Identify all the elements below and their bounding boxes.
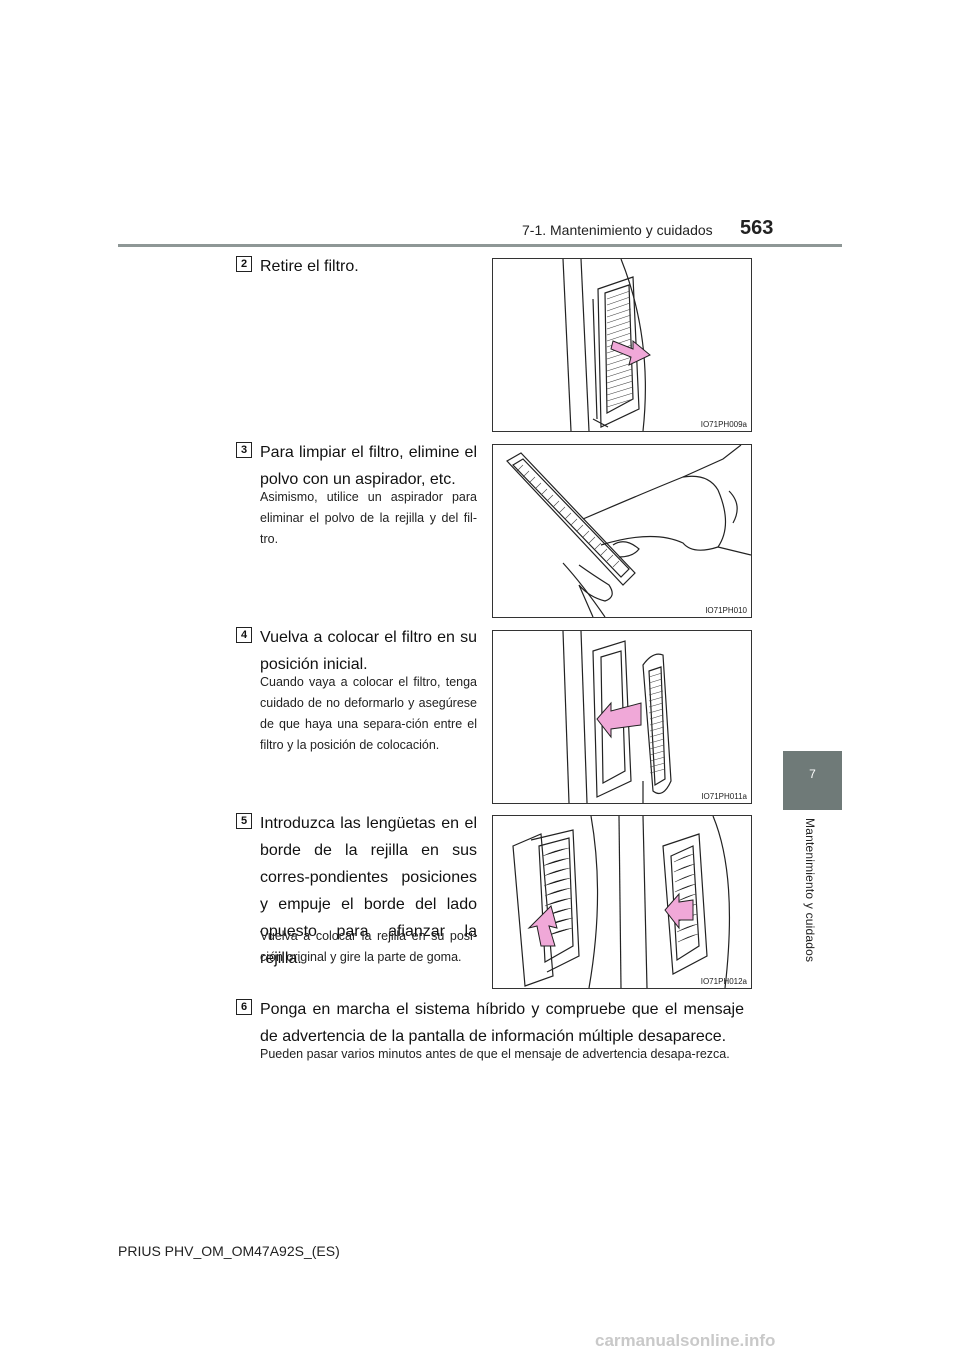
arrow-icon: [664, 892, 694, 930]
step-5-text: Introduzca las lengüetas en el borde de …: [260, 815, 477, 967]
step-3-note: Asimismo, utilice un aspirador para elim…: [260, 490, 477, 546]
figure-code: IO71PH011a: [701, 792, 747, 801]
chapter-tab: 7: [783, 751, 842, 810]
figure-code: IO71PH009a: [700, 420, 747, 429]
step-number-4: 4: [236, 627, 252, 643]
step-5-note: Vuelva a colocar la rejilla en su posi-c…: [260, 929, 477, 964]
figure-remove-filter: IO71PH009a: [492, 258, 752, 432]
figure-code: IO71PH010: [705, 606, 747, 615]
refit-grille-illustration: [512, 816, 731, 988]
figure-refit-filter: IO71PH011a: [492, 630, 752, 804]
step-2-text: Retire el filtro.: [260, 258, 359, 275]
step-number-6: 6: [236, 999, 252, 1015]
arrow-icon: [527, 905, 558, 947]
page-number: 563: [740, 217, 774, 239]
remove-filter-illustration: [562, 259, 651, 431]
watermark: carmanualsonline.info: [595, 1331, 776, 1350]
step-6-text: Ponga en marcha el sistema híbrido y com…: [260, 1001, 744, 1045]
refit-filter-illustration: [562, 631, 672, 803]
step-number-3: 3: [236, 442, 252, 458]
arrow-icon: [610, 339, 651, 366]
step-6-note: Pueden pasar varios minutos antes de que…: [260, 1047, 730, 1061]
figure-vacuum-filter: IO71PH010: [492, 444, 752, 618]
arrow-icon: [596, 701, 642, 739]
vacuum-filter-illustration: [506, 445, 751, 617]
step-number-5: 5: [236, 813, 252, 829]
figure-code: IO71PH012a: [700, 977, 747, 986]
step-4-text: Vuelva a colocar el filtro en su posició…: [260, 629, 477, 673]
step-number-2: 2: [236, 256, 252, 272]
document-id: PRIUS PHV_OM_OM47A92S_(ES): [118, 1243, 340, 1259]
chapter-number: 7: [809, 767, 816, 781]
step-3-text: Para limpiar el filtro, elimine el polvo…: [260, 444, 477, 488]
section-title: 7-1. Mantenimiento y cuidados: [522, 222, 713, 238]
figure-refit-grille: IO71PH012a: [492, 815, 752, 989]
step-4-note: Cuando vaya a colocar el filtro, tenga c…: [260, 675, 477, 752]
chapter-label: Mantenimiento y cuidados: [803, 818, 817, 963]
header-rule: [118, 244, 842, 247]
